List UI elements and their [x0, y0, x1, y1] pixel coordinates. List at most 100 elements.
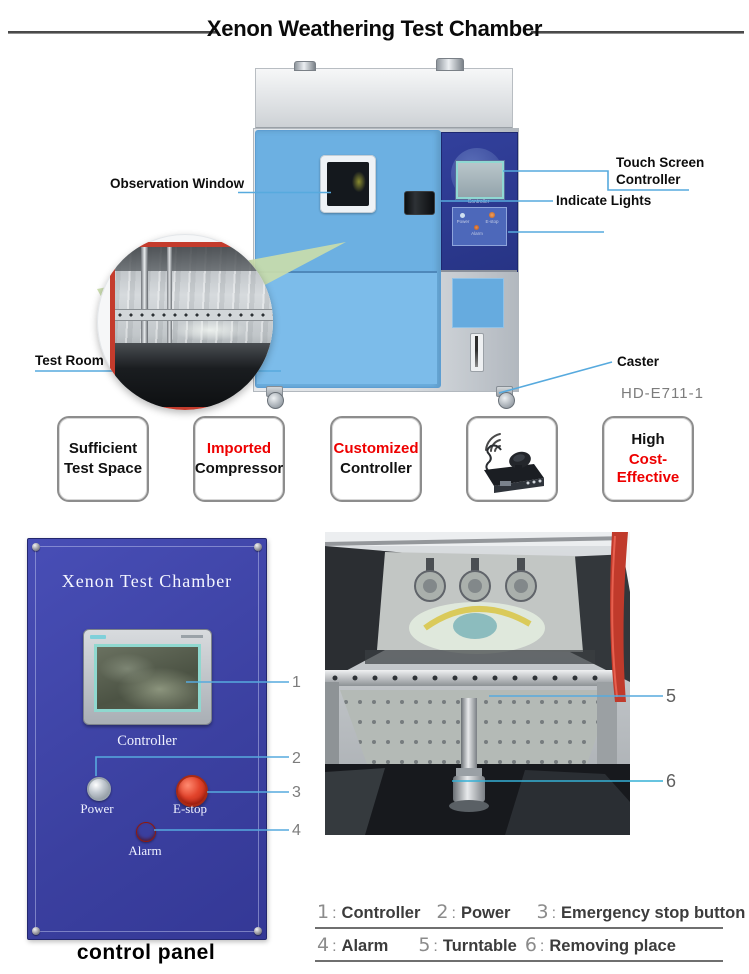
feature-text: Imported [206, 440, 272, 457]
estop-button-label: E-stop [173, 801, 207, 816]
screen-model-mark [181, 635, 203, 638]
radio-intercom-photo [484, 433, 544, 493]
feature-text: Test Space [63, 460, 143, 477]
screw [32, 543, 40, 551]
alarm-button[interactable] [136, 822, 156, 842]
legend-separator: : [451, 905, 456, 922]
legend-label: Turntable [442, 937, 517, 955]
page-title: Xenon Weathering Test Chamber [206, 16, 543, 41]
microphone-stem [515, 465, 522, 471]
legend-num: 6 [524, 934, 537, 956]
label-touch-screen-line2: Controller [616, 172, 681, 187]
test-room-inset [97, 234, 273, 410]
power-light-label: Power [456, 219, 470, 224]
test-room-floor [115, 343, 273, 407]
radio-knob [532, 480, 536, 484]
chamber-interior-art [325, 532, 630, 835]
model-number: HD-E711-1 [621, 385, 704, 402]
feature-text: Customized [333, 440, 419, 457]
feature-box-intercom-photo [466, 416, 558, 502]
turntable-shaft [461, 698, 477, 776]
label-indicate-lights: Indicate Lights [556, 193, 652, 208]
legend-num: 3 [536, 901, 549, 923]
controller-screen-frame [83, 629, 212, 725]
legend-row-2: 4 : Alarm 5 : Turntable 6 : Removing pla… [315, 932, 723, 962]
legend: 1 : Controller 2 : Power 3 : Emergency s… [315, 899, 745, 962]
feature-text: Compressor [194, 460, 284, 477]
chamber-interior-photo [325, 532, 630, 835]
screw [254, 543, 262, 551]
legend-label: Emergency stop button [561, 904, 746, 922]
observation-window-glass [327, 162, 369, 206]
control-panel-photo: Xenon Test Chamber Controller Power E-st… [27, 538, 267, 940]
legend-label: Alarm [341, 937, 389, 955]
callout-number-3: 3 [292, 784, 301, 801]
water-level-slot [475, 336, 478, 367]
callout-number-6: 6 [666, 771, 677, 791]
radio-knob [526, 481, 530, 485]
power-button-label: Power [80, 801, 114, 816]
power-button[interactable] [87, 777, 111, 801]
screw [254, 927, 262, 935]
machine-top-fitting-right [436, 58, 464, 71]
feature-text: Controller [340, 460, 412, 477]
alarm-light-label: Alarm [471, 231, 483, 236]
radio-front [494, 478, 544, 493]
callout-number-1: 1 [292, 674, 301, 691]
radio-body [484, 464, 544, 486]
emergency-stop-button[interactable] [176, 775, 208, 807]
feature-box-sufficient-test-space: Sufficient Test Space [57, 416, 149, 502]
feature-text: Sufficient [68, 440, 138, 457]
radio-signal-icon [485, 433, 501, 452]
controller-touchscreen[interactable] [94, 644, 201, 712]
title-rule-right [531, 31, 744, 34]
mic-cable [485, 444, 502, 473]
panel-lower-shadow [441, 270, 517, 272]
callout-number-4: 4 [292, 822, 301, 839]
screen-brand-mark [90, 635, 106, 639]
legend-separator: : [539, 938, 545, 955]
microphone-highlight [513, 454, 525, 462]
legend-label: Power [460, 904, 511, 922]
machine-controller-label: Controller [467, 199, 490, 205]
machine-door-lower [257, 273, 437, 384]
legend-num: 1 [317, 901, 330, 923]
lower-service-panel [452, 278, 504, 328]
test-room-red-frame [110, 242, 273, 410]
xenon-lamps [414, 558, 537, 602]
control-panel-caption: control panel [76, 941, 216, 964]
rail-perforations [332, 675, 598, 681]
feature-text: High [631, 431, 665, 448]
label-touch-screen-line1: Touch Screen [616, 155, 705, 170]
estop-indicator-light [489, 212, 495, 218]
legend-row-1: 1 : Controller 2 : Power 3 : Emergency s… [315, 899, 745, 929]
legend-separator: : [433, 938, 438, 955]
machine-door-seam [257, 271, 437, 273]
control-panel-inner-border [35, 546, 259, 932]
legend-num: 4 [317, 934, 330, 956]
callout-number-5: 5 [666, 686, 677, 706]
radio-knob [538, 479, 542, 483]
label-test-room: Test Room [35, 353, 104, 368]
label-observation-window: Observation Window [110, 176, 245, 191]
title-rule-left [8, 31, 218, 34]
legend-num: 5 [418, 934, 431, 956]
feature-box-high-cost-effective: High Cost-Effective [602, 416, 694, 502]
radio-display [500, 481, 511, 486]
legend-num: 2 [436, 901, 449, 923]
door-handle [404, 191, 435, 215]
estop-light-label: E-stop [485, 219, 499, 224]
legend-label: Removing place [549, 937, 676, 955]
test-room-reflection [173, 319, 247, 341]
touchscreen [456, 161, 504, 199]
feature-box-customized-controller: Customized Controller [330, 416, 422, 502]
machine-top-fitting-left [294, 61, 316, 71]
power-indicator-light [460, 213, 465, 218]
controller-caption: Controller [117, 733, 177, 749]
alarm-button-label: Alarm [128, 843, 162, 858]
callout-number-2: 2 [292, 750, 301, 767]
caster-wheel-right [498, 392, 515, 409]
alarm-indicator-light [474, 225, 479, 230]
feature-box-imported-compressor: Imported Compressor [193, 416, 285, 502]
